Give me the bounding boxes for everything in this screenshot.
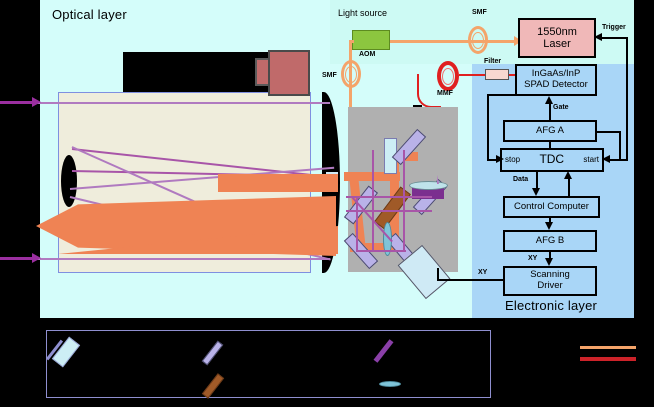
transmit-line-swatch [580, 346, 636, 349]
tdc-label: TDC [539, 152, 565, 167]
incoming-signal-arrow [0, 101, 36, 104]
computer-to-afgb-arrowhead [545, 222, 553, 230]
xy-label-left: XY [478, 269, 488, 276]
afg-b-label: AFG B [535, 234, 565, 246]
data-wire [536, 172, 538, 189]
computer-to-tdc-wire [568, 178, 570, 196]
computer-to-afgb-wire [549, 218, 551, 223]
galvo-mount [412, 188, 444, 199]
receive-beam [356, 250, 406, 252]
secondary-mirror [61, 155, 77, 207]
transmit-fiber-vertical [349, 40, 352, 145]
smf-coil-top-inner [472, 32, 484, 49]
light-source-title: Light source [338, 8, 388, 18]
receive-beam [372, 150, 374, 252]
detector-label-line2: SPAD Detector [524, 79, 588, 90]
laser-label-line1: 1550nm [537, 25, 577, 38]
tdc-start-label: start [583, 154, 599, 164]
laser-label-line2: Laser [543, 38, 571, 50]
lens-swatch [379, 381, 401, 387]
telescope-housing [123, 52, 269, 92]
start-arrowhead [602, 155, 610, 163]
smf-top-label: SMF [472, 9, 487, 16]
smf-coil-left [341, 60, 361, 88]
afga-tdc-link [549, 142, 551, 148]
afg-a-box[interactable]: AFG A [503, 120, 597, 142]
receive-beam [403, 150, 405, 252]
receive-line-swatch [580, 357, 636, 361]
telescope-camera [268, 50, 310, 96]
stop-arrowhead [496, 155, 504, 163]
gate-label: Gate [553, 104, 569, 111]
legend-panel [46, 330, 491, 398]
computer-to-tdc-arrowhead [564, 171, 572, 179]
receive-fiber [417, 74, 441, 108]
transmit-fiber-horizontal [388, 40, 521, 43]
tdc-box[interactable]: stop TDC start [500, 148, 604, 172]
galvo-lens [409, 181, 448, 190]
signal-ray [0, 102, 330, 104]
scanning-driver-line2: Driver [537, 280, 563, 291]
aom-label: AOM [359, 51, 376, 58]
incoming-signal-arrow [0, 257, 36, 260]
driver-xy-wire-v [437, 268, 439, 281]
transmit-beam-upper [218, 174, 338, 192]
afga-to-start-wire-v [619, 131, 621, 161]
laser-box[interactable]: 1550nm Laser [518, 18, 596, 58]
afg-a-label: AFG A [536, 124, 564, 136]
xy-label-top: XY [528, 255, 538, 262]
mmf-label: MMF [437, 90, 453, 97]
afg-b-box[interactable]: AFG B [503, 230, 597, 252]
detector-to-stop-wire-v [487, 94, 489, 160]
trigger-wire-horizontal [601, 37, 627, 39]
data-label: Data [513, 176, 529, 183]
tdc-stop-label: stop [505, 154, 521, 164]
spectral-filter [485, 69, 509, 80]
gate-arrowhead [545, 96, 553, 104]
control-computer-label: Control Computer [514, 200, 589, 212]
electronic-layer-title: Electronic layer [505, 298, 598, 313]
filter-label: Filter [484, 58, 502, 65]
trigger-label: Trigger [602, 24, 626, 31]
detector-to-stop-wire-h [487, 94, 517, 96]
smf-left-label: SMF [322, 72, 337, 79]
transmit-path-h2 [350, 243, 398, 252]
optical-layer-title: Optical layer [52, 7, 127, 22]
smf-coil-left-inner [345, 66, 357, 83]
afgb-to-driver-wire [549, 252, 551, 259]
incoming-signal-arrowhead [32, 97, 41, 107]
afga-to-start-wire [597, 131, 621, 133]
detector-label-line1: InGaAs/InP [531, 68, 581, 80]
afgb-to-driver-arrowhead [545, 258, 553, 266]
gate-wire [549, 103, 551, 121]
receive-beam [346, 196, 432, 198]
trigger-arrowhead [594, 33, 602, 41]
smf-coil-top [468, 26, 488, 54]
mmf-coil-inner [442, 68, 454, 85]
signal-ray [0, 258, 330, 260]
receive-beam [356, 196, 358, 252]
aom-module [352, 30, 390, 50]
transmit-fiber-elbow [349, 40, 354, 43]
stop-wire-h [487, 159, 500, 161]
receive-beam [346, 210, 432, 212]
scanning-driver-line1: Scanning [530, 269, 570, 281]
control-computer-box[interactable]: Control Computer [503, 196, 600, 218]
trigger-wire-vertical [626, 37, 628, 161]
data-arrowhead [532, 188, 540, 196]
scanning-driver-box[interactable]: Scanning Driver [503, 266, 597, 296]
receive-fiber-to-filter [459, 74, 485, 76]
incoming-signal-arrowhead [32, 253, 41, 263]
spad-detector-box[interactable]: InGaAs/InP SPAD Detector [515, 64, 597, 96]
driver-xy-wire-h [437, 279, 503, 281]
